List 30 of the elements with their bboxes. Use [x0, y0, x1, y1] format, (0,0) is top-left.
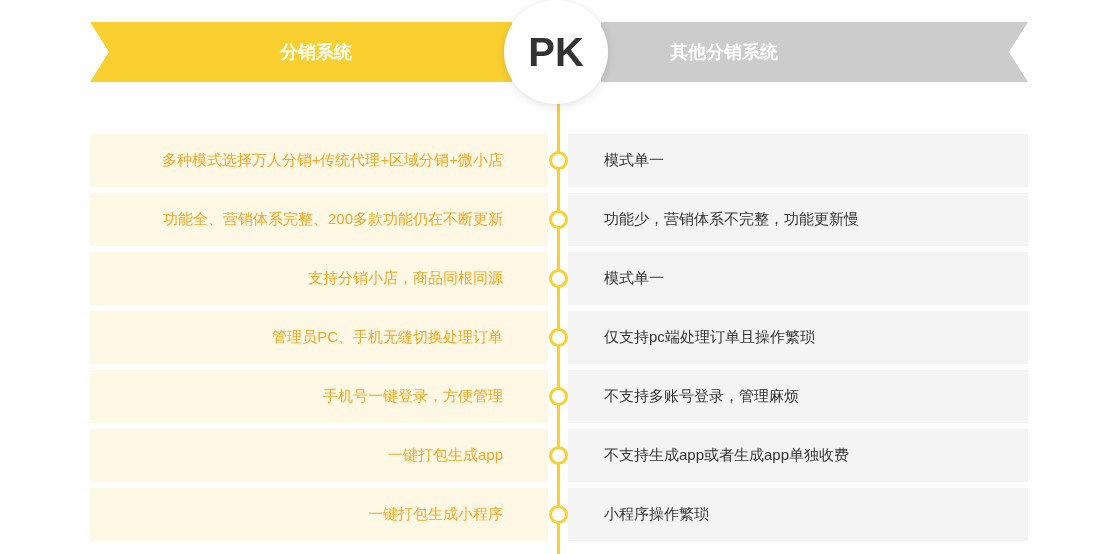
feature-text: 不支持多账号登录，管理麻烦 — [604, 386, 799, 407]
feature-cell — [90, 429, 548, 482]
feature-cell — [568, 488, 1028, 541]
feature-cell — [568, 370, 1028, 423]
feature-cell — [568, 311, 1028, 364]
feature-cell — [90, 134, 548, 187]
feature-cell — [568, 429, 1028, 482]
feature-text: 不支持生成app或者生成app单独收费 — [604, 445, 850, 466]
feature-text: 一键打包生成app — [387, 445, 503, 466]
feature-text: 功能全、营销体系完整、200多款功能仍在不断更新 — [162, 209, 503, 230]
feature-text: 模式单一 — [604, 150, 664, 171]
banner-title: 分销系统 — [280, 40, 352, 64]
feature-cell — [90, 252, 548, 305]
feature-text: 功能少，营销体系不完整，功能更新慢 — [604, 209, 859, 230]
vs-text: PK — [528, 29, 584, 76]
feature-cell — [568, 252, 1028, 305]
feature-text: 小程序操作繁琐 — [604, 504, 709, 525]
feature-text: 管理员PC、手机无缝切换处理订单 — [272, 327, 503, 348]
feature-cell — [90, 370, 548, 423]
feature-text: 手机号一键登录，方便管理 — [323, 386, 503, 407]
feature-text: 一键打包生成小程序 — [368, 504, 503, 525]
feature-text: 支持分销小店，商品同根同源 — [308, 268, 503, 289]
feature-text: 多种模式选择万人分销+传统代理+区域分销+微小店 — [161, 150, 503, 171]
feature-cell — [90, 311, 548, 364]
feature-cell — [568, 193, 1028, 246]
feature-text: 仅支持pc端处理订单且操作繁琐 — [604, 327, 815, 348]
feature-cell — [568, 134, 1028, 187]
feature-text: 模式单一 — [604, 268, 664, 289]
feature-cell — [90, 193, 548, 246]
feature-cell — [90, 488, 548, 541]
